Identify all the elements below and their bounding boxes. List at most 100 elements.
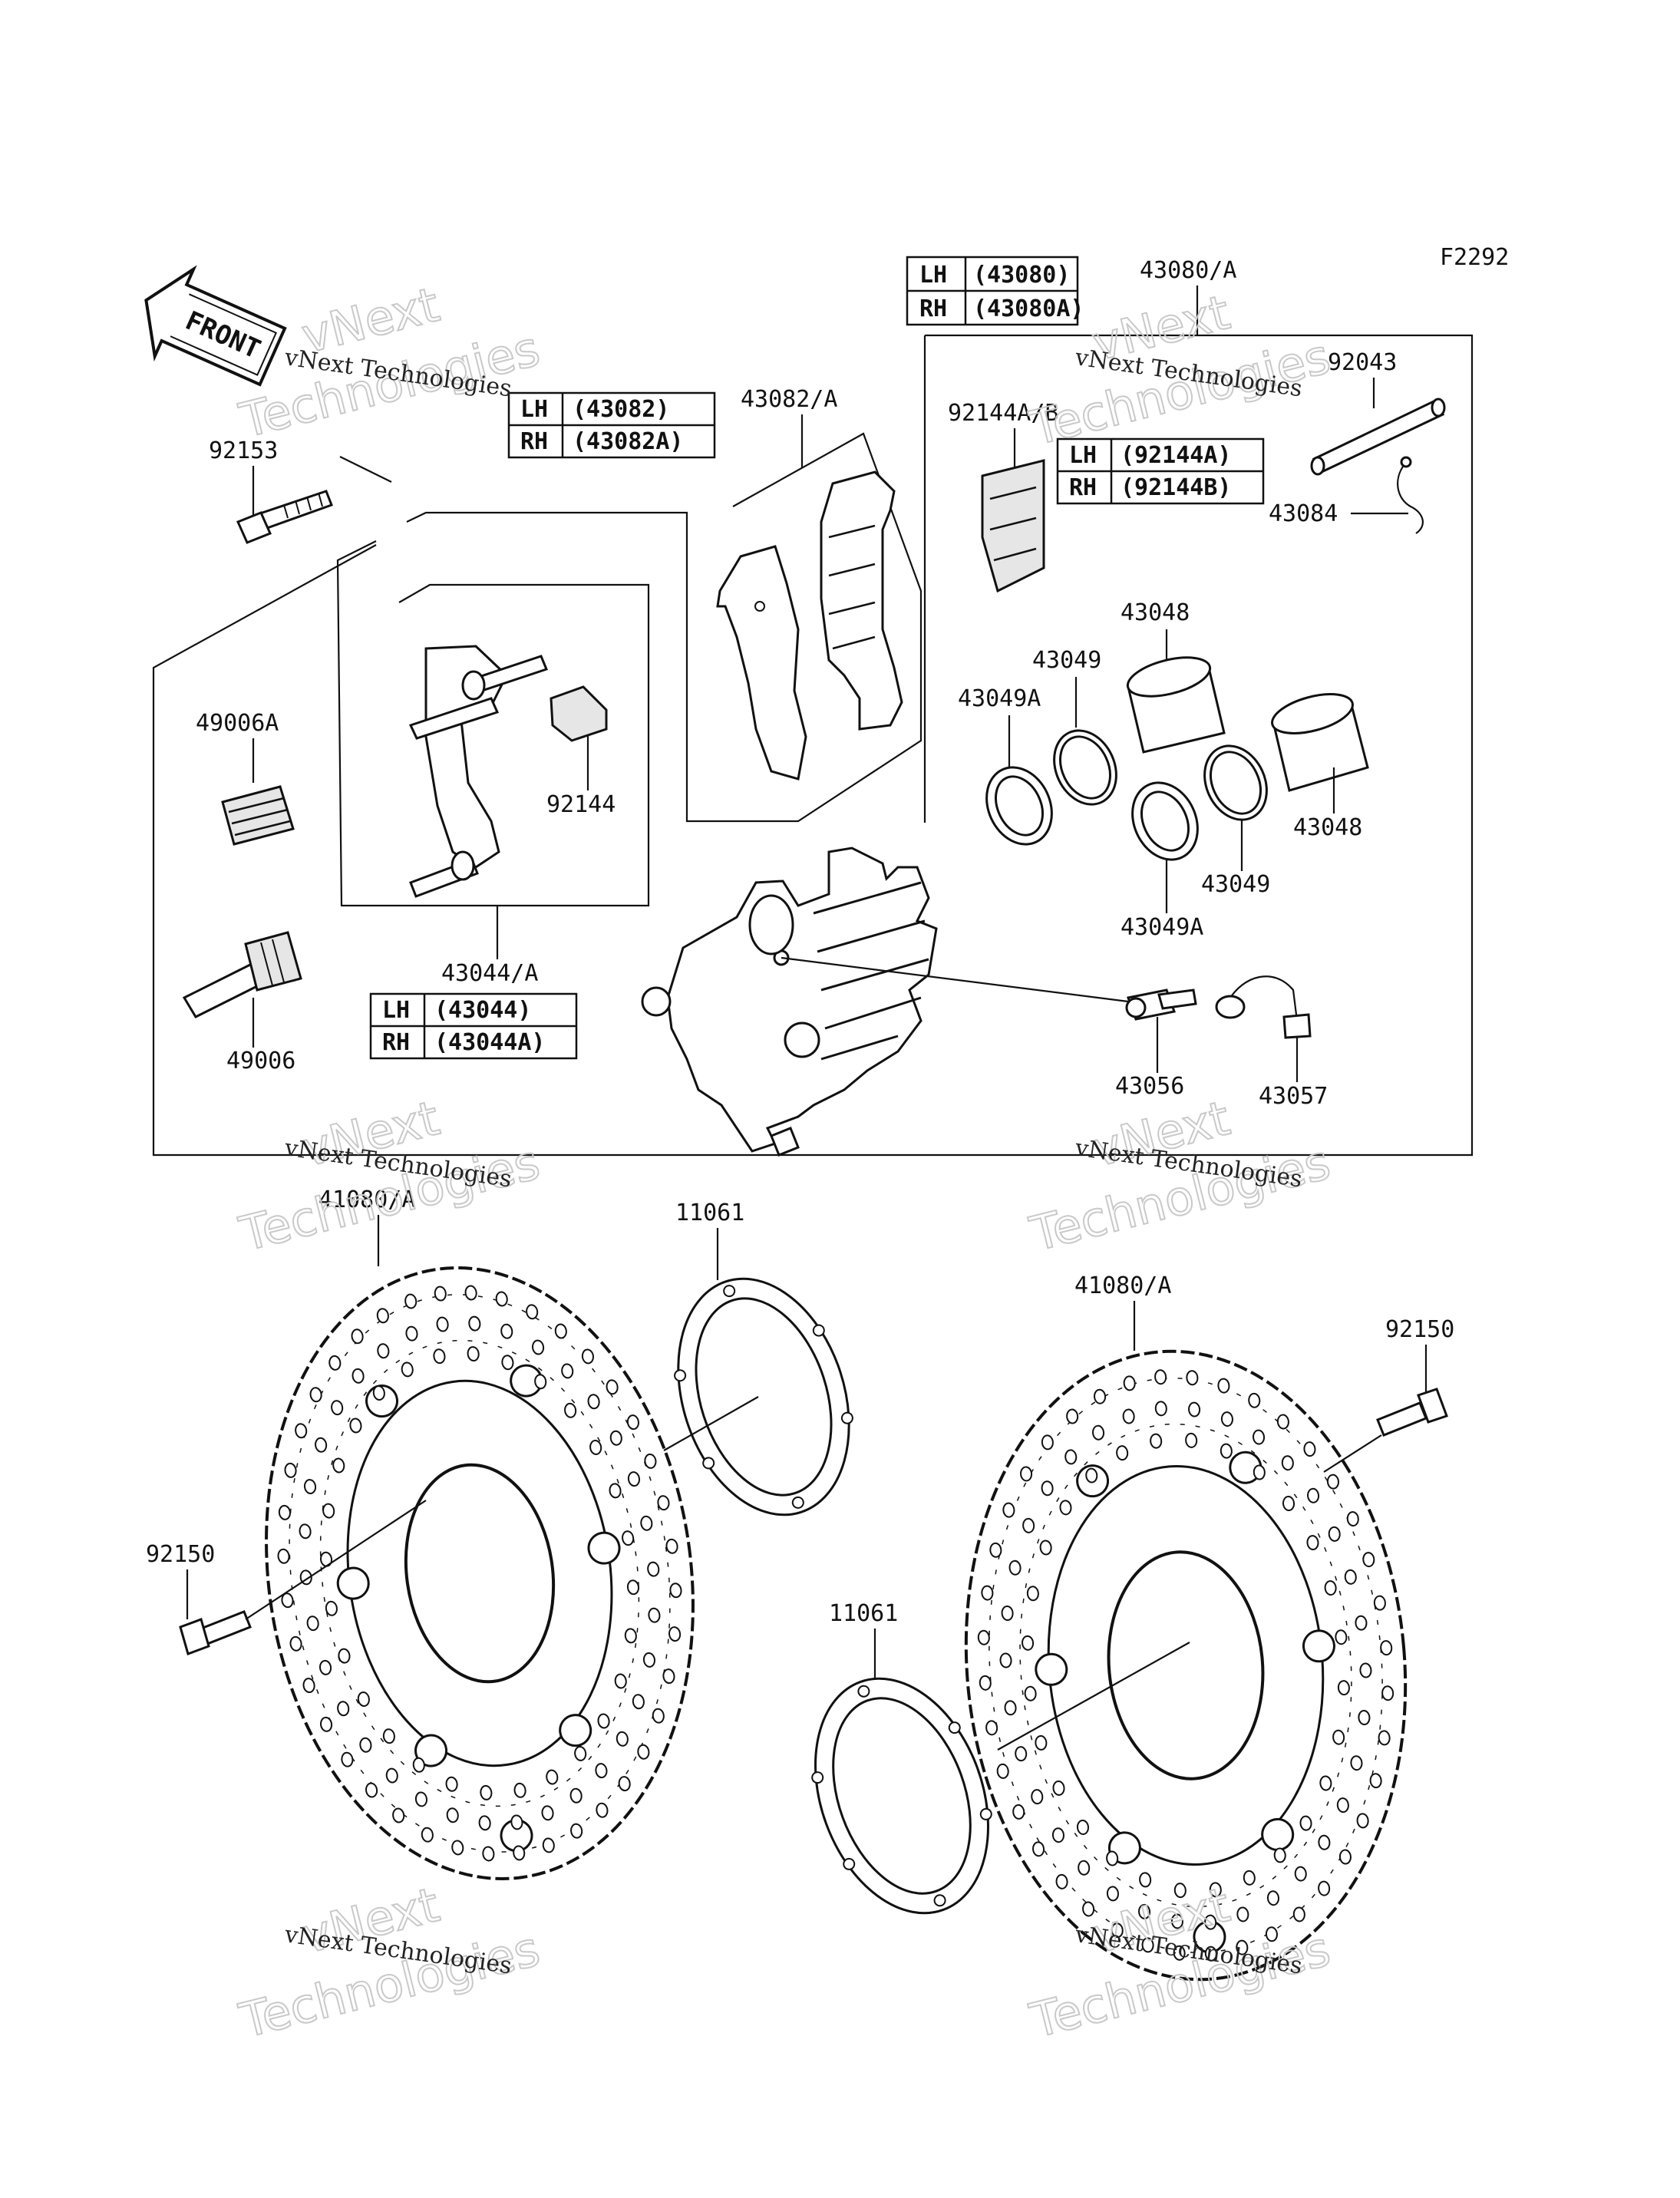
disc-vent-hole [1106, 1850, 1119, 1866]
disc-vent-hole [467, 1346, 480, 1362]
disc-vent-hole [1209, 1882, 1222, 1898]
disc-vent-hole [622, 1530, 635, 1546]
disc-vent-hole [385, 1767, 398, 1784]
disc-vent-hole [1318, 1880, 1331, 1896]
disc-vent-hole [1004, 1700, 1017, 1716]
disc-vent-hole [421, 1827, 434, 1843]
disc-vent-hole [1326, 1474, 1339, 1490]
disc-vent-hole [1122, 1408, 1135, 1424]
disc-vent-hole [1170, 1913, 1183, 1929]
callout-92150-right: 92150 [1385, 1316, 1454, 1343]
disc-vent-hole [1022, 1517, 1035, 1533]
disc-vent-hole [1186, 1370, 1199, 1386]
disc-vent-hole [1335, 1629, 1348, 1645]
disc-vent-hole [1266, 1890, 1279, 1906]
disc-vent-hole [278, 1504, 291, 1520]
disc-vent-hole [574, 1745, 587, 1761]
disc-vent-hole [561, 1363, 574, 1379]
disc-vent-hole [570, 1823, 583, 1839]
disc-vent-hole [1064, 1449, 1078, 1465]
disc-vent-hole [357, 1691, 370, 1707]
disc-vent-hole [1052, 1780, 1065, 1796]
caliper-lh-part: (43080) [973, 262, 1070, 289]
spring-lh-part: (92144A) [1121, 442, 1232, 469]
brake-disc-right [964, 1349, 1408, 1982]
pads-lh-part: (43082) [573, 396, 669, 423]
disc-vent-hole [281, 1592, 294, 1609]
watermark-bottom-left: vNext Technologies vNext Technologies [233, 1876, 546, 2050]
disc-vent-hole [1378, 1730, 1391, 1746]
callout-43049-b: 43049 [1201, 871, 1270, 898]
disc-vent-hole [436, 1316, 449, 1332]
disc-vent-hole [526, 1304, 539, 1320]
disc-vent-hole [412, 1757, 425, 1773]
disc-vent-hole [606, 1379, 619, 1395]
disc-vent-hole [1336, 1797, 1349, 1814]
disc-vent-hole [596, 1802, 609, 1818]
boot-49006A [221, 785, 295, 846]
disc-vent-hole [1276, 1414, 1289, 1430]
disc-vent-hole [1369, 1773, 1382, 1789]
disc-vent-hole [1253, 1429, 1266, 1445]
disc-vent-hole [295, 1423, 308, 1439]
callout-43057: 43057 [1259, 1083, 1328, 1110]
brake-disc-left [265, 1266, 695, 1880]
disc-vent-hole [1362, 1552, 1375, 1568]
disc-vent-hole [1338, 1849, 1352, 1865]
disc-vent-hole [609, 1430, 622, 1446]
disc-vent-hole [446, 1807, 459, 1823]
disc-vent-hole [1328, 1526, 1341, 1542]
disc-vent-hole [325, 1600, 338, 1616]
disc-vent-hole [1154, 1369, 1167, 1385]
disc-vent-hole [303, 1479, 317, 1495]
disc-vent-hole [1292, 1906, 1305, 1922]
disc-vent-hole [365, 1782, 378, 1798]
disc-vent-hole [665, 1538, 678, 1554]
disc-vent-hole [609, 1483, 622, 1499]
disc-vent-hole [614, 1673, 627, 1689]
disc-vent-hole [564, 1402, 577, 1418]
disc-vent-hole [501, 1355, 514, 1371]
disc-vent-hole [1106, 1886, 1119, 1902]
disc-vent-hole [1188, 1401, 1201, 1417]
disc-vent-hole [1380, 1640, 1393, 1656]
disc-vent-hole [669, 1582, 682, 1599]
disc-vent-hole [1248, 1392, 1261, 1408]
disc-vent-hole [977, 1629, 990, 1645]
disc-vent-hole [541, 1805, 554, 1821]
disc-vent-hole [337, 1701, 350, 1717]
figure-code: F2292 [1440, 244, 1509, 271]
disc-vent-hole [451, 1840, 464, 1856]
holder-lh-part: (43044) [434, 997, 531, 1024]
disc-vent-hole [377, 1343, 390, 1359]
caliper-lh-rh-table: LH (43080) RH (43080A) [906, 256, 1084, 326]
disc-vent-hole [382, 1728, 395, 1744]
disc-vent-hole [464, 1285, 477, 1301]
watermark-mid-right: vNext Technologies vNext Technologies [1024, 1089, 1336, 1263]
holder-frame [336, 456, 650, 907]
disc-vent-hole [534, 1374, 547, 1390]
disc-vent-hole [495, 1291, 508, 1307]
holder-clip-92144 [550, 685, 608, 742]
disc-vent-hole [376, 1308, 389, 1324]
disc-vent-hole [589, 1440, 602, 1455]
callout-43048-b: 43048 [1293, 814, 1362, 841]
disc-vent-hole [1002, 1502, 1015, 1518]
disc-vent-hole [352, 1368, 365, 1384]
callout-92153: 92153 [209, 437, 278, 464]
disc-vent-hole [500, 1323, 513, 1339]
callout-43048-a: 43048 [1121, 599, 1190, 626]
disc-vent-hole [581, 1348, 594, 1365]
disc-vent-hole [597, 1713, 610, 1729]
disc-vent-hole [554, 1323, 567, 1339]
bleeder-valve-43056 [1125, 988, 1197, 1021]
disc-vent-hole [626, 1414, 639, 1431]
front-arrow-icon: FRONT [144, 265, 287, 387]
disc-vent-hole [1282, 1496, 1295, 1512]
caliper-lh-label: LH [919, 262, 947, 289]
disc-vent-hole [1344, 1569, 1357, 1585]
gasket-11061-top [674, 1277, 853, 1516]
disc-vent-hole [1299, 1815, 1312, 1831]
disc-vent-hole [405, 1325, 418, 1342]
